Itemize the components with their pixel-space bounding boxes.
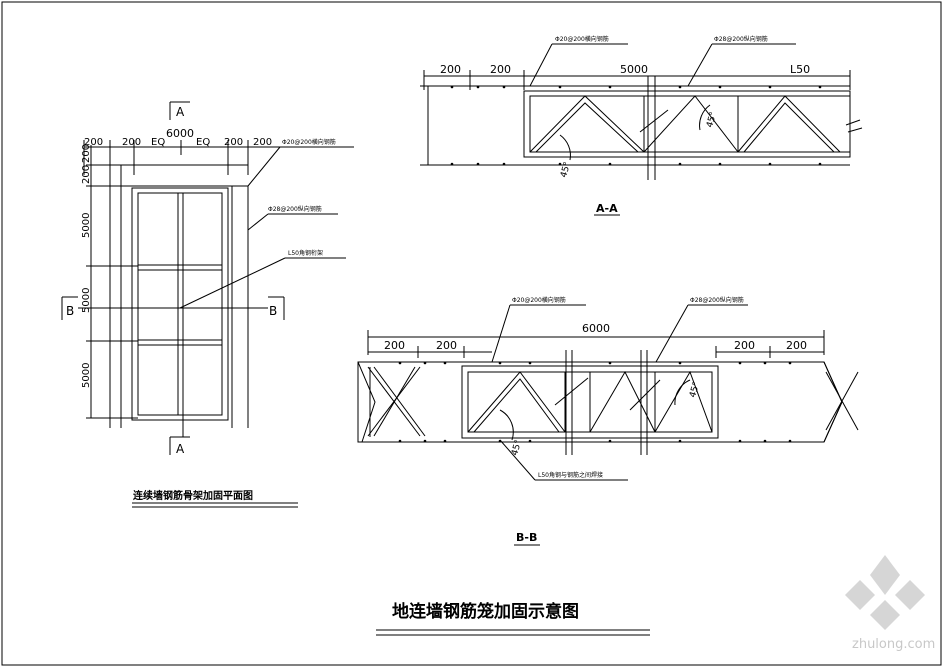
bb-total: 6000	[582, 322, 610, 335]
bb-dim-l2: 200	[436, 339, 457, 352]
plan-left-dim-5: 5000	[81, 363, 92, 388]
section-aa-dots	[450, 85, 822, 166]
aa-note-1: Φ20@200横向钢筋	[555, 35, 609, 43]
plan-dim-2: 200	[122, 137, 141, 148]
watermark-text: zhulong.com	[852, 637, 935, 652]
plan-dim-3: EQ	[151, 137, 165, 148]
section-bb-dots	[398, 361, 792, 443]
plan-note-angle: L50角钢桁架	[288, 249, 323, 257]
bb-dim-r1: 200	[734, 339, 755, 352]
aa-note-2: Φ28@200纵向钢筋	[714, 35, 768, 43]
plan-dim-6: 200	[253, 137, 272, 148]
bb-deg-2: 45°	[688, 381, 702, 399]
plan-dim-5: 200	[224, 137, 243, 148]
plan-left-dim-4: 5000	[81, 288, 92, 313]
bb-note-2: Φ28@200纵向钢筋	[690, 296, 744, 304]
bb-note-3: L50角钢与钢筋之间焊接	[538, 471, 603, 479]
section-aa-view	[420, 43, 863, 216]
bb-dim-r2: 200	[786, 339, 807, 352]
bb-note-1: Φ20@200横向钢筋	[512, 296, 566, 304]
watermark-logo	[845, 555, 925, 630]
plan-left-dim-3: 5000	[81, 213, 92, 238]
plan-left-dim-1: 200	[81, 144, 92, 163]
bb-dim-l1: 200	[384, 339, 405, 352]
aa-dim-2: 200	[490, 63, 511, 76]
plan-top-total: 6000	[166, 127, 194, 140]
section-bb-view	[357, 304, 859, 546]
plan-section-b-left: B	[66, 304, 74, 318]
aa-dim-1: 200	[440, 63, 461, 76]
aa-dim-3: 5000	[620, 63, 648, 76]
plan-view	[61, 101, 354, 508]
aa-angle-label: L50	[790, 63, 810, 76]
plan-section-a-top: A	[176, 105, 185, 119]
bb-label: B-B	[516, 531, 537, 544]
plan-note-horizontal: Φ20@200横向钢筋	[282, 138, 336, 146]
plan-dim-1: 200	[84, 137, 103, 148]
aa-deg-1: 45°	[559, 161, 573, 179]
aa-deg-2: 45°	[705, 111, 719, 129]
plan-note-vertical: Φ28@200纵向钢筋	[268, 205, 322, 213]
plan-dim-4: EQ	[196, 137, 210, 148]
plan-left-dim-2: 200	[81, 165, 92, 184]
plan-section-b-right: B	[269, 304, 277, 318]
plan-caption: 连续墙钢筋骨架加固平面图	[133, 489, 253, 502]
plan-section-a-bottom: A	[176, 442, 185, 456]
main-title: 地连墙钢筋笼加固示意图	[392, 601, 579, 622]
bb-deg-1: 45°	[510, 439, 524, 457]
aa-label: A-A	[596, 202, 618, 215]
